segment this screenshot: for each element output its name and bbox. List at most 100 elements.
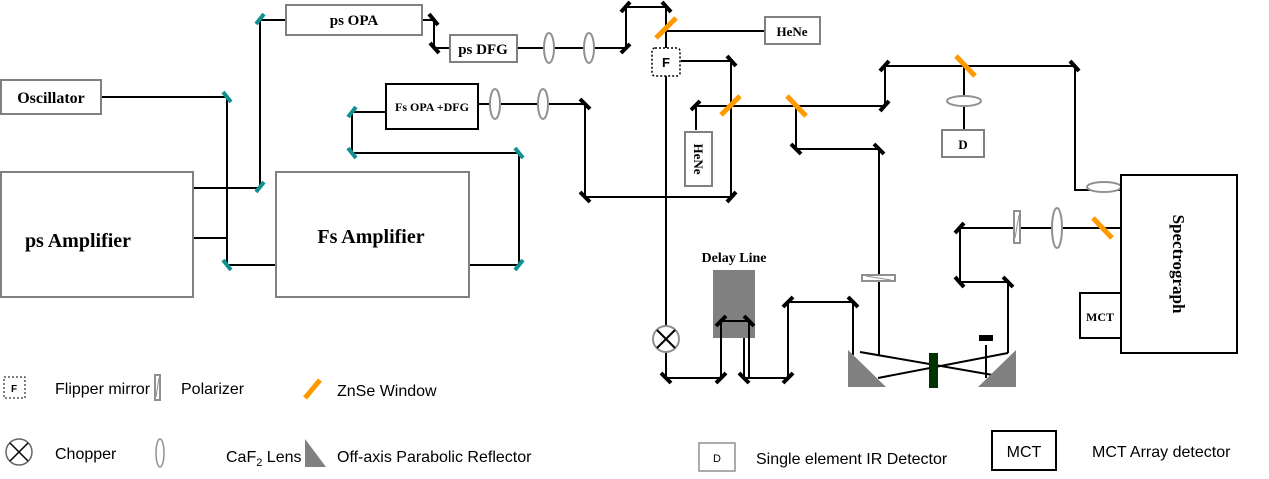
legend-item-lens: CaF2 Lens <box>155 438 302 469</box>
mirror-icon <box>1068 59 1081 73</box>
ps-opa-label: ps OPA <box>330 13 379 29</box>
ps-amplifier-label: ps Amplifier <box>25 230 131 252</box>
mirror-icon <box>428 41 441 55</box>
mirror-icon <box>846 295 860 309</box>
fs-amplifier-label: Fs Amplifier <box>317 226 424 248</box>
legend-item-mct: MCT MCT Array detector <box>991 430 1231 471</box>
mirror-icon <box>578 97 592 111</box>
beam-block <box>979 335 993 341</box>
parabolic-reflector-icon <box>305 439 326 467</box>
znse-windows <box>654 16 1114 240</box>
legend-label: Polarizer <box>181 381 245 398</box>
lens-icon <box>489 88 501 120</box>
legend-item-polarizer: Polarizer <box>154 374 245 401</box>
beam-ps-opa-to-dfg <box>422 19 450 49</box>
mirror-icon <box>737 371 751 385</box>
hene-vertical-label: HeNe <box>691 143 706 174</box>
laser-mirror-icon <box>254 12 266 26</box>
fs-opa-dfg-label: Fs OPA +DFG <box>395 100 469 114</box>
beam-oscillator-seed <box>100 96 276 266</box>
znse-window-icon <box>303 378 322 400</box>
mirror-icon <box>725 54 738 68</box>
mirror-icon <box>878 99 891 113</box>
znse-window-icon <box>719 94 742 117</box>
lens-icon <box>1051 207 1063 249</box>
parabolic-reflector-icon <box>848 350 886 387</box>
hene-top-box[interactable]: HeNe <box>764 16 821 45</box>
znse-window-icon <box>954 54 977 78</box>
laser-mirror-icon <box>513 146 525 160</box>
mirror-icon <box>659 371 673 385</box>
laser-mirrors <box>221 12 525 272</box>
legend-item-detector: D Single element IR Detector <box>698 442 948 472</box>
legend-label: Chopper <box>55 446 117 463</box>
mirror-icon <box>427 12 440 27</box>
legend-label: Flipper mirror <box>55 381 151 398</box>
chopper-icon <box>5 438 33 466</box>
parabolic-reflector-icon <box>978 350 1016 387</box>
legend-item-znse: ZnSe Window <box>303 378 437 400</box>
legend-item-chopper: Chopper <box>5 438 117 466</box>
legend-label: CaF2 Lens <box>226 449 302 469</box>
svg-text:D: D <box>713 453 721 465</box>
lens-icon <box>537 88 549 120</box>
mct-icon <box>991 430 1057 471</box>
mct-box[interactable]: MCT <box>1079 292 1122 339</box>
mirror-icon <box>781 371 795 385</box>
detector-label: D <box>958 137 967 152</box>
fs-opa-dfg-box[interactable]: Fs OPA +DFG <box>385 83 479 130</box>
ps-dfg-box[interactable]: ps DFG <box>449 34 518 63</box>
lens-icon <box>543 32 555 64</box>
legend-label: Off-axis Parabolic Reflector <box>337 449 532 466</box>
laser-mirror-icon <box>346 146 358 160</box>
laser-mirror-icon <box>346 105 358 119</box>
lens-icon <box>155 438 165 468</box>
lens-icon <box>946 95 982 107</box>
lens-icon <box>583 32 595 64</box>
laser-mirror-icon <box>254 180 266 194</box>
laser-mirror-icon <box>513 258 525 272</box>
hene-vertical-box[interactable]: HeNe <box>684 131 713 187</box>
mirror-icon <box>953 275 966 289</box>
beam-pump <box>795 106 880 355</box>
mirror-icon <box>714 314 728 328</box>
mirror-icon <box>789 142 803 156</box>
polarizers <box>861 210 1021 282</box>
ps-opa-box[interactable]: ps OPA <box>285 4 423 36</box>
legend-item-reflector: Off-axis Parabolic Reflector <box>305 439 532 467</box>
mirror-icon <box>781 295 795 309</box>
chopper-icon <box>652 325 680 353</box>
znse-window-icon <box>654 16 678 40</box>
beam-delay-retro <box>720 320 750 378</box>
mirror-icon <box>619 42 632 55</box>
detector-icon <box>698 442 736 472</box>
fs-amplifier-box[interactable]: Fs Amplifier <box>275 171 470 298</box>
beam-fs-path <box>540 60 732 198</box>
mirror-icon <box>689 99 702 112</box>
mirror-icon <box>578 190 592 204</box>
beam-ps-amp-to-opa <box>193 19 287 189</box>
flipper-label: F <box>662 55 670 70</box>
svg-text:MCT: MCT <box>1007 444 1042 461</box>
mirror-icon <box>660 0 673 14</box>
oscillator-label: Oscillator <box>17 90 85 107</box>
ps-amplifier-box[interactable]: ps Amplifier <box>0 171 194 298</box>
hene-top-label: HeNe <box>776 24 807 39</box>
mirror-icon <box>742 314 756 328</box>
sample <box>929 353 938 388</box>
mirror-icon <box>872 142 886 156</box>
mirror-icon <box>878 59 891 73</box>
mirror-icon <box>1001 275 1015 289</box>
legend-label: Single element IR Detector <box>756 451 948 468</box>
flipper-mirror[interactable]: F <box>651 47 681 77</box>
lenses <box>489 32 1122 249</box>
mirror-icon <box>619 0 632 14</box>
detector-box[interactable]: D <box>941 129 985 158</box>
legend-label: ZnSe Window <box>337 383 437 400</box>
oscillator-box[interactable]: Oscillator <box>0 79 102 115</box>
mirror-icon <box>953 221 966 235</box>
ps-dfg-label: ps DFG <box>458 42 508 58</box>
spectrograph-box[interactable]: Spectrograph <box>1120 174 1238 354</box>
legend-item-flipper: F Flipper mirror <box>3 376 151 399</box>
